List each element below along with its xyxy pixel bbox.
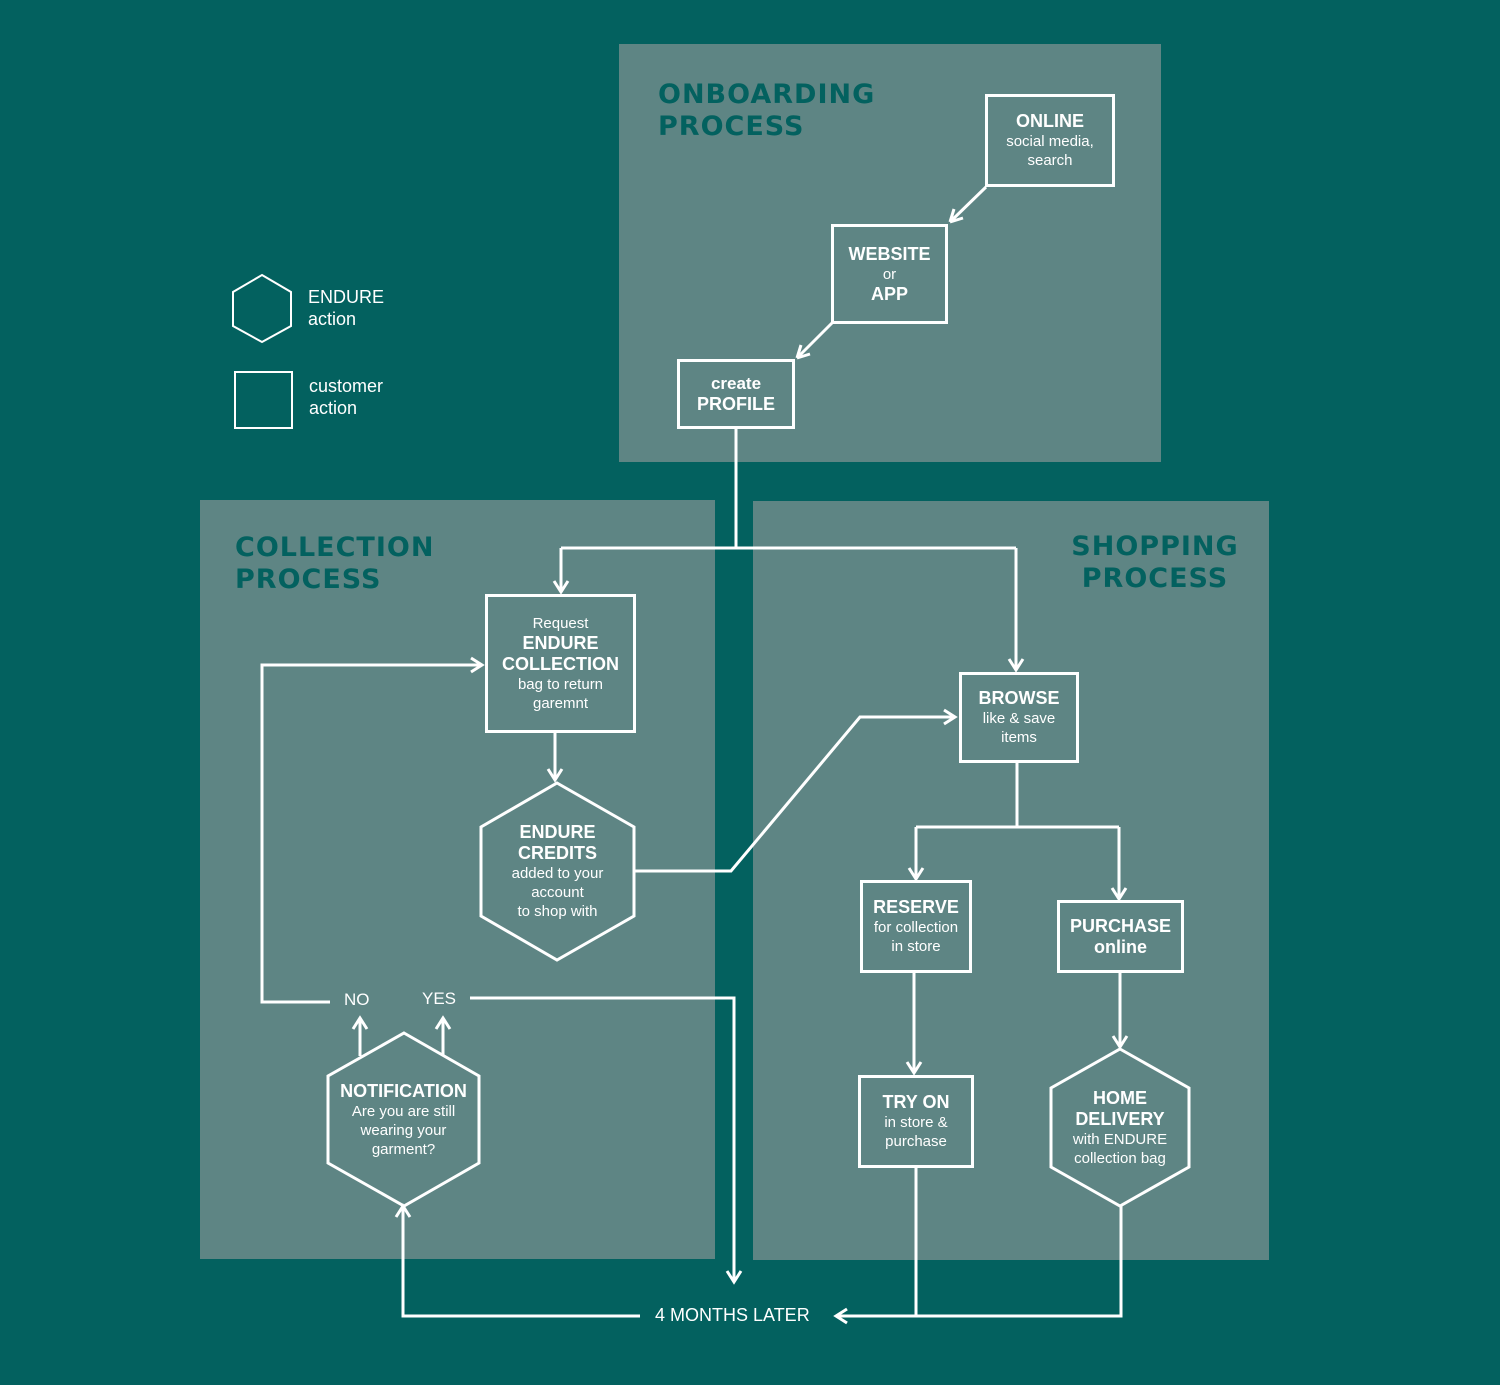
notification-sub2: wearing your (360, 1121, 447, 1139)
profile-node: create PROFILE (677, 359, 795, 429)
delivery-title2: DELIVERY (1075, 1108, 1165, 1129)
connector-later-notification (394, 1203, 640, 1318)
legend-customer-line2: action (309, 398, 358, 418)
shopping-title-line1: SHOPPING (1071, 531, 1239, 562)
legend-customer-action-label: customer action (309, 375, 383, 419)
connector-online-website (948, 185, 988, 224)
online-sub1: social media, (1006, 133, 1094, 150)
yes-label: YES (422, 989, 457, 1008)
connector-purchase-delivery (1111, 972, 1129, 1050)
request-pre: Request (532, 615, 589, 632)
connector-browse-split (916, 763, 1119, 829)
browse-title: BROWSE (978, 688, 1060, 708)
purchase-title: PURCHASE (1069, 915, 1171, 936)
connector-notification-no (351, 1015, 369, 1056)
tryon-sub2: purchase (885, 1133, 947, 1150)
online-title: ONLINE (1015, 111, 1084, 131)
purchase-title2: online (1094, 936, 1147, 957)
credits-sub2: account (531, 884, 584, 901)
collection-panel (200, 500, 715, 1259)
credits-sub3: to shop with (517, 903, 598, 920)
website-mid: or (882, 265, 897, 283)
connector-split-request (552, 548, 570, 595)
profile-title: PROFILE (696, 394, 775, 414)
delivery-sub1: with ENDURE (1072, 1130, 1168, 1148)
request-sub1: bag to return (517, 676, 604, 693)
onboarding-panel (619, 44, 1161, 462)
delivery-sub2: collection bag (1074, 1149, 1166, 1167)
no-label: NO (344, 990, 370, 1009)
credits-hexagon (479, 781, 636, 962)
credits-title2: CREDITS (517, 843, 597, 863)
legend-endure-line1: ENDURE (308, 287, 385, 307)
tryon-title: TRY ON (882, 1092, 950, 1112)
tryon-node: TRY ON in store & purchase (858, 1075, 974, 1168)
website-node: WEBSITE or APP (831, 224, 948, 324)
request-node: Request ENDURE COLLECTION bag to return … (485, 594, 636, 733)
shopping-title: SHOPPING PROCESS (1070, 531, 1240, 595)
connector-split-browse (1007, 548, 1025, 673)
legend-hexagon-icon (232, 273, 292, 344)
online-sub2: search (1027, 152, 1073, 169)
four-months-later-label: 4 MONTHS LATER (655, 1305, 810, 1325)
delivery-title1: HOME (1093, 1087, 1147, 1108)
legend-customer-line1: customer (309, 376, 384, 396)
purchase-node: PURCHASE online (1057, 900, 1184, 973)
notification-sub3: garment? (371, 1140, 436, 1158)
request-title1: ENDURE (522, 633, 599, 653)
legend-endure-action-label: ENDURE action (308, 286, 384, 330)
legend-endure-line2: action (308, 309, 357, 329)
browse-sub2: items (1001, 729, 1037, 746)
connector-credits-browse (634, 708, 958, 873)
connector-reserve-tryon (905, 972, 923, 1076)
connector-yes-down (470, 996, 743, 1285)
browse-node: BROWSE like & save items (959, 672, 1079, 763)
connector-split-reserve (907, 827, 925, 882)
credits-title1: ENDURE (519, 822, 596, 842)
website-title2: APP (870, 283, 908, 304)
connector-profile-split (561, 428, 1016, 550)
onboarding-title-line1: ONBOARDING (658, 79, 876, 110)
website-title: WEBSITE (848, 243, 931, 264)
collection-title-line2: PROCESS (235, 564, 382, 595)
credits-node: ENDURE CREDITS added to your account to … (481, 783, 634, 960)
connector-request-credits (546, 733, 564, 783)
credits-sub1: added to your (511, 865, 604, 882)
reserve-sub2: in store (891, 938, 941, 955)
connector-website-profile (795, 321, 834, 360)
collection-title-line1: COLLECTION (235, 532, 435, 563)
profile-small: create (710, 374, 762, 393)
reserve-sub1: for collection (873, 919, 959, 936)
notification-title: NOTIFICATION (340, 1080, 467, 1101)
reserve-node: RESERVE for collection in store (860, 880, 972, 973)
shopping-title-line2: PROCESS (1081, 563, 1229, 594)
reserve-title: RESERVE (873, 897, 959, 917)
onboarding-title: ONBOARDING PROCESS (658, 79, 875, 143)
browse-sub1: like & save (982, 710, 1056, 727)
collection-title: COLLECTION PROCESS (235, 532, 434, 596)
shopping-panel (753, 501, 1269, 1260)
notification-node: NOTIFICATION Are you are still wearing y… (328, 1033, 479, 1206)
request-sub2: garemnt (532, 695, 589, 712)
online-node: ONLINE social media, search (985, 94, 1115, 187)
connector-no-loop (260, 656, 485, 1004)
request-title2: COLLECTION (502, 654, 619, 674)
onboarding-title-line2: PROCESS (658, 111, 805, 142)
connector-notification-yes (434, 1015, 452, 1056)
connector-delivery-later (833, 1206, 1123, 1325)
connector-split-purchase (1110, 827, 1128, 902)
delivery-node: HOME DELIVERY with ENDURE collection bag (1051, 1049, 1189, 1206)
legend-square-icon (234, 371, 293, 429)
notification-sub1: Are you are still (351, 1102, 456, 1120)
tryon-sub1: in store & (884, 1114, 948, 1131)
